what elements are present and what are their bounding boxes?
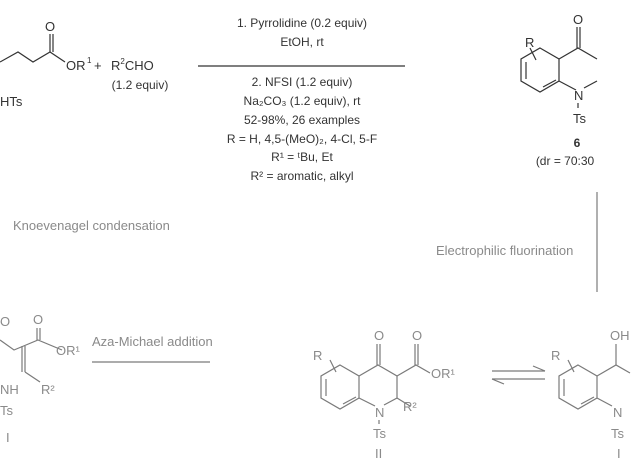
svg-text:Ts: Ts <box>373 426 387 441</box>
aza-michael-arrow <box>92 361 210 363</box>
intermediate-I: O O OR¹ NH R² Ts I <box>0 312 81 445</box>
reaction-arrow <box>198 65 405 67</box>
svg-text:R: R <box>551 348 560 363</box>
atom-label: O <box>45 19 55 34</box>
atom-label: HTs <box>0 94 23 109</box>
svg-text:52-98%, 26 examples: 52-98%, 26 examples <box>244 113 360 127</box>
svg-text:O: O <box>412 328 422 343</box>
atom-label: OR <box>66 58 86 73</box>
compound-number: I <box>617 446 621 461</box>
svg-text:Na₂CO₃ (1.2 equiv), rt: Na₂CO₃ (1.2 equiv), rt <box>244 94 362 108</box>
svg-text:O: O <box>0 314 10 329</box>
aldehyde: R2CHO (1.2 equiv) <box>111 57 168 92</box>
reactant-ketoester: O OR 1 HTs <box>0 19 92 109</box>
svg-text:N: N <box>574 88 583 103</box>
step-label-fluorination: Electrophilic fluorination <box>436 243 573 258</box>
svg-text:O: O <box>573 12 583 27</box>
step-label-knoevenagel: Knoevenagel condensation <box>13 218 170 233</box>
svg-text:N: N <box>375 405 384 420</box>
equilibrium-arrows <box>491 365 546 385</box>
svg-text:1. Pyrrolidine (0.2 equiv): 1. Pyrrolidine (0.2 equiv) <box>237 16 367 30</box>
svg-text:R²: R² <box>403 399 417 414</box>
diastereomeric-ratio: (dr = 70:30 <box>536 154 595 168</box>
svg-text:R²: R² <box>41 382 55 397</box>
svg-text:N: N <box>613 405 622 420</box>
svg-text:Ts: Ts <box>611 426 625 441</box>
svg-text:Ts: Ts <box>0 403 14 418</box>
svg-text:R² = aromatic, alkyl: R² = aromatic, alkyl <box>250 169 353 183</box>
reaction-conditions: 1. Pyrrolidine (0.2 equiv) EtOH, rt 2. N… <box>227 16 377 183</box>
svg-text:R2CHO: R2CHO <box>111 57 154 73</box>
svg-text:NH: NH <box>0 382 19 397</box>
fluorination-arrow <box>596 192 598 292</box>
svg-text:R: R <box>313 348 322 363</box>
svg-text:O: O <box>33 312 43 327</box>
svg-text:OR¹: OR¹ <box>431 366 456 381</box>
svg-text:Ts: Ts <box>573 111 587 126</box>
svg-text:2. NFSI (1.2 equiv): 2. NFSI (1.2 equiv) <box>252 75 353 89</box>
svg-text:O: O <box>374 328 384 343</box>
svg-text:OR¹: OR¹ <box>56 343 81 358</box>
step-label-aza-michael: Aza-Michael addition <box>92 334 213 349</box>
plus-sign: + <box>94 58 102 73</box>
compound-number: I <box>6 430 10 445</box>
atom-label: 1 <box>87 56 92 65</box>
svg-text:R¹ = ᵗBu, Et: R¹ = ᵗBu, Et <box>271 150 333 164</box>
intermediate-III: R OH N Ts I <box>551 328 631 461</box>
svg-text:R = H, 4,5-(MeO)₂, 4-Cl, 5-F: R = H, 4,5-(MeO)₂, 4-Cl, 5-F <box>227 132 377 146</box>
svg-text:EtOH, rt: EtOH, rt <box>280 35 324 49</box>
compound-number: II <box>375 446 382 461</box>
svg-text:R: R <box>525 35 534 50</box>
aldehyde-equiv: (1.2 equiv) <box>112 78 169 92</box>
product-6: R O N Ts 6 (dr = 70:30 <box>520 12 598 168</box>
svg-text:OH: OH <box>610 328 630 343</box>
compound-number: 6 <box>574 136 581 150</box>
intermediate-II: R O O OR¹ N R² Ts II <box>313 328 456 461</box>
